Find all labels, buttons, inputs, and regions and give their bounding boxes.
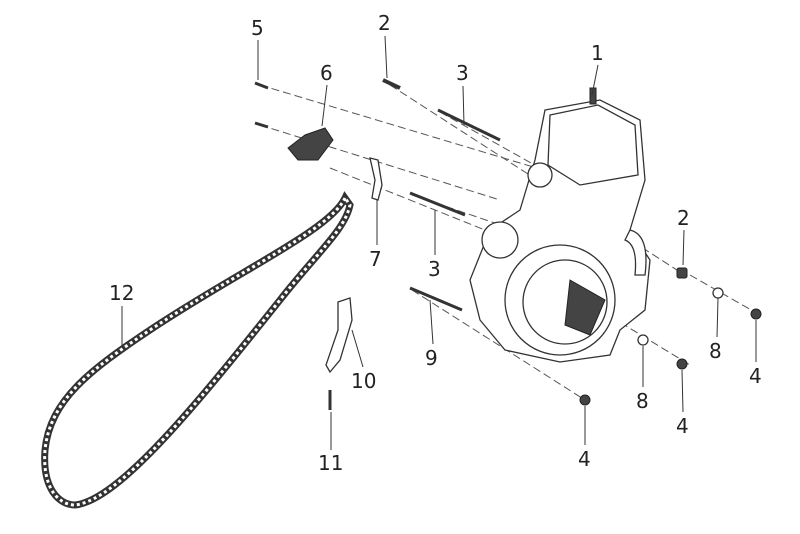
callout-2b: 2: [677, 206, 690, 230]
callout-10: 10: [351, 369, 376, 393]
callout-5: 5: [251, 16, 264, 40]
callout-12: 12: [109, 281, 134, 305]
engine-assembly: [469, 87, 651, 363]
callout-2: 2: [378, 11, 391, 35]
callout-9: 9: [425, 346, 438, 370]
callout-8: 8: [709, 339, 722, 363]
callout-3b: 3: [428, 257, 441, 281]
drive-chain: [41, 191, 354, 509]
callout-4: 4: [749, 364, 762, 388]
callout-8b: 8: [636, 389, 649, 413]
callout-4b: 4: [676, 414, 689, 438]
hardware-parts: [254, 78, 762, 410]
callout-4c: 4: [578, 447, 591, 471]
callout-11: 11: [318, 451, 343, 475]
callout-6: 6: [320, 61, 333, 85]
callout-labels: 1 2 3 5 6 7 3 2 8 4 9 10 8 4 4 12 11: [109, 11, 762, 475]
callout-7: 7: [369, 247, 382, 271]
callout-3: 3: [456, 61, 469, 85]
callout-1: 1: [591, 41, 604, 65]
leader-lines: [121, 35, 757, 450]
